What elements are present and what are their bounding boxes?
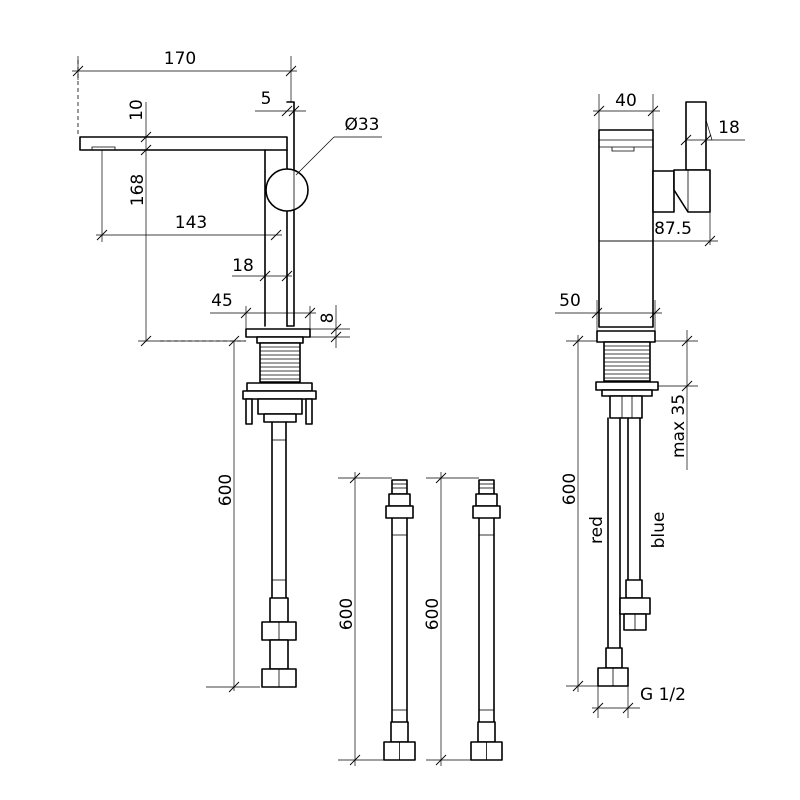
- blue-hose: [627, 417, 641, 581]
- dim-50: 50: [559, 291, 581, 311]
- dim-18-front: 18: [232, 256, 254, 276]
- dim-18-side: 18: [718, 118, 740, 138]
- dim-170: 170: [164, 49, 196, 69]
- mounting-bracket: [246, 382, 313, 392]
- side-base-rosette: [596, 330, 656, 343]
- loose-hose-dimension-lines: [338, 472, 479, 766]
- front-view-dimension-lines: [72, 56, 382, 693]
- dim-600-hose-1: 600: [337, 598, 357, 630]
- dimension-labels: 170 10 5 Ø33 168 143 18 45 8 600 600 600…: [127, 49, 740, 705]
- supply-hose: [271, 421, 287, 599]
- dim-5: 5: [261, 89, 272, 109]
- dim-600-hose-2: 600: [423, 598, 443, 630]
- dim-168: 168: [128, 174, 148, 206]
- dim-143: 143: [175, 213, 207, 233]
- dim-g-1-2: G 1/2: [640, 685, 686, 705]
- dim-40: 40: [615, 91, 637, 111]
- lever-knob: [265, 168, 309, 212]
- side-threaded-shank: [603, 341, 651, 382]
- dim-45: 45: [211, 291, 233, 311]
- faucet-front-view: [79, 101, 317, 688]
- faucet-side-view: [595, 101, 711, 687]
- spout-outlet: [91, 146, 116, 150]
- dim-10: 10: [127, 99, 147, 121]
- loose-hose-2: [470, 479, 503, 761]
- dim-87-5: 87.5: [654, 219, 692, 239]
- dim-max-35: max 35: [669, 394, 689, 458]
- label-blue: blue: [649, 512, 669, 549]
- base-rosette: [245, 328, 311, 338]
- dim-600-side: 600: [560, 473, 580, 505]
- dim-600-installed: 600: [216, 474, 236, 506]
- side-view-dimension-lines: [555, 94, 745, 718]
- hose-fitting: [269, 597, 289, 623]
- side-lever-block: [652, 170, 675, 213]
- dim-8: 8: [318, 313, 338, 324]
- side-body: [598, 129, 654, 328]
- threaded-shank: [259, 342, 301, 383]
- red-hose: [607, 417, 621, 649]
- loose-hose-1: [383, 479, 416, 761]
- spout: [79, 136, 288, 151]
- label-red: red: [587, 516, 607, 544]
- dim-diameter-33: Ø33: [344, 115, 379, 135]
- lever: [286, 101, 295, 327]
- side-lever-handle: [685, 101, 707, 171]
